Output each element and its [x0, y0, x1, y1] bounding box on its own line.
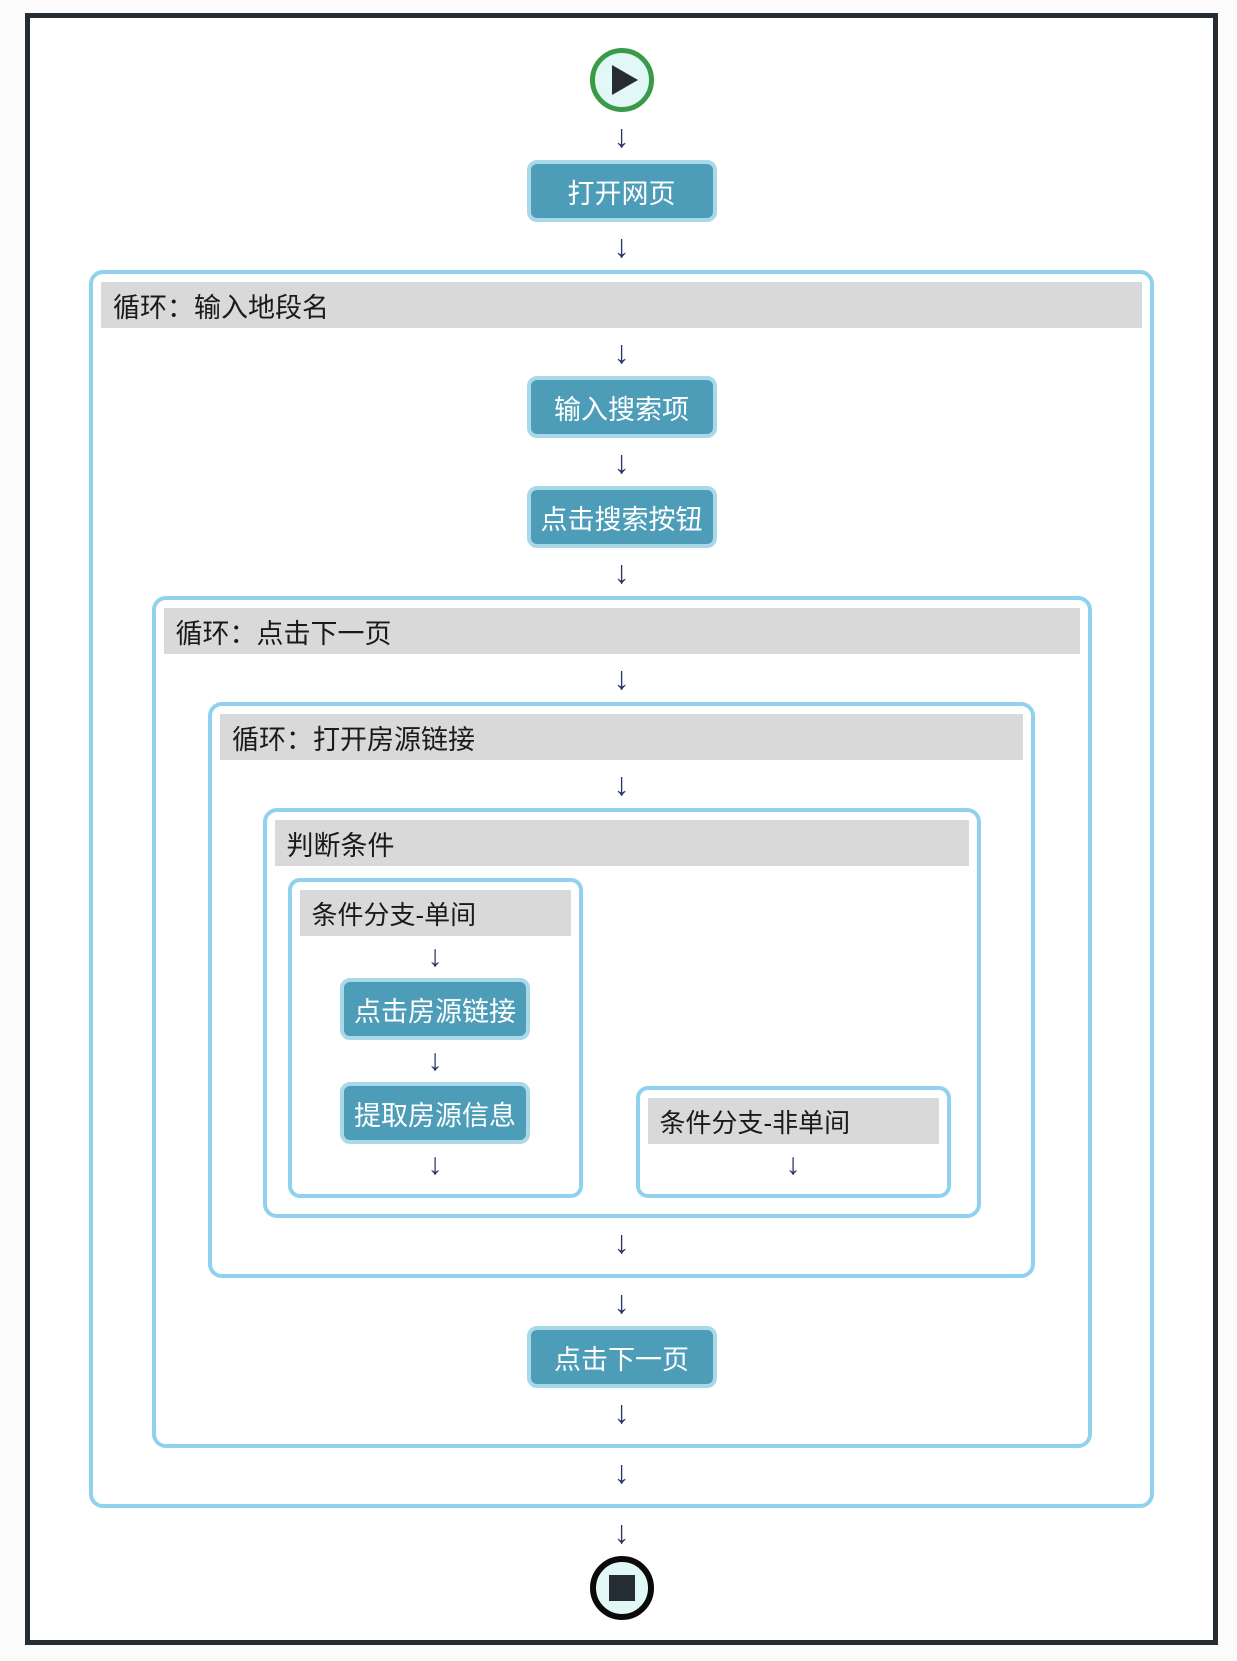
- arrow-down-icon: ↓: [613, 660, 630, 696]
- branch-non-single-room-container: 条件分支-非单间 ↓: [635, 1086, 951, 1198]
- stop-icon: [608, 1575, 635, 1601]
- end-node[interactable]: [589, 1556, 654, 1620]
- arrow-down-icon: ↓: [613, 228, 630, 264]
- arrow-down-icon: ↓: [613, 444, 630, 480]
- arrow-down-icon: ↓: [613, 1224, 630, 1260]
- loop-open-listing-header[interactable]: 循环：打开房源链接: [220, 714, 1023, 760]
- arrow-down-icon: ↓: [785, 1148, 801, 1181]
- node-input-search-term[interactable]: 输入搜索项: [526, 376, 717, 438]
- node-click-listing-link[interactable]: 点击房源链接: [340, 978, 530, 1040]
- node-click-search-button[interactable]: 点击搜索按钮: [526, 486, 717, 548]
- arrow-down-icon: ↓: [613, 1394, 630, 1430]
- arrow-down-icon: ↓: [613, 334, 630, 370]
- arrow-down-icon: ↓: [613, 1284, 630, 1320]
- loop-input-district-header[interactable]: 循环：输入地段名: [101, 282, 1142, 328]
- loop-click-next-page-header[interactable]: 循环：点击下一页: [163, 608, 1080, 654]
- branch-single-room-header[interactable]: 条件分支-单间: [299, 890, 571, 936]
- loop-click-next-page-container: 循环：点击下一页 ↓ 循环：打开房源链接 ↓ 判断条件 条件分支-单间 ↓ 点击…: [151, 596, 1092, 1448]
- arrow-down-icon: ↓: [613, 554, 630, 590]
- workflow-flowchart: ↓ 打开网页 ↓ 循环：输入地段名 ↓ 输入搜索项 ↓ 点击搜索按钮 ↓ 循环：…: [30, 18, 1213, 1640]
- condition-container: 判断条件 条件分支-单间 ↓ 点击房源链接 ↓ 提取房源信息 ↓: [262, 808, 981, 1218]
- arrow-down-icon: ↓: [427, 1044, 443, 1077]
- workflow-canvas: ↓ 打开网页 ↓ 循环：输入地段名 ↓ 输入搜索项 ↓ 点击搜索按钮 ↓ 循环：…: [25, 13, 1218, 1645]
- loop-input-district-container: 循环：输入地段名 ↓ 输入搜索项 ↓ 点击搜索按钮 ↓ 循环：点击下一页 ↓ 循…: [89, 270, 1154, 1508]
- arrow-down-icon: ↓: [613, 766, 630, 802]
- condition-branches-row: 条件分支-单间 ↓ 点击房源链接 ↓ 提取房源信息 ↓ 条件分支-非单间 ↓: [275, 866, 969, 1206]
- node-open-webpage[interactable]: 打开网页: [526, 160, 717, 222]
- node-extract-listing-info[interactable]: 提取房源信息: [340, 1082, 530, 1144]
- arrow-down-icon: ↓: [613, 1514, 630, 1550]
- start-node[interactable]: [589, 48, 654, 112]
- branch-non-single-room-header[interactable]: 条件分支-非单间: [647, 1098, 939, 1144]
- play-icon: [612, 65, 638, 95]
- condition-header[interactable]: 判断条件: [274, 820, 969, 866]
- arrow-down-icon: ↓: [427, 940, 443, 973]
- loop-open-listing-container: 循环：打开房源链接 ↓ 判断条件 条件分支-单间 ↓ 点击房源链接 ↓ 提取房源…: [208, 702, 1035, 1278]
- arrow-down-icon: ↓: [427, 1148, 443, 1181]
- node-click-next-page[interactable]: 点击下一页: [526, 1326, 717, 1388]
- arrow-down-icon: ↓: [613, 118, 630, 154]
- branch-single-room-container: 条件分支-单间 ↓ 点击房源链接 ↓ 提取房源信息 ↓: [287, 878, 583, 1198]
- arrow-down-icon: ↓: [613, 1454, 630, 1490]
